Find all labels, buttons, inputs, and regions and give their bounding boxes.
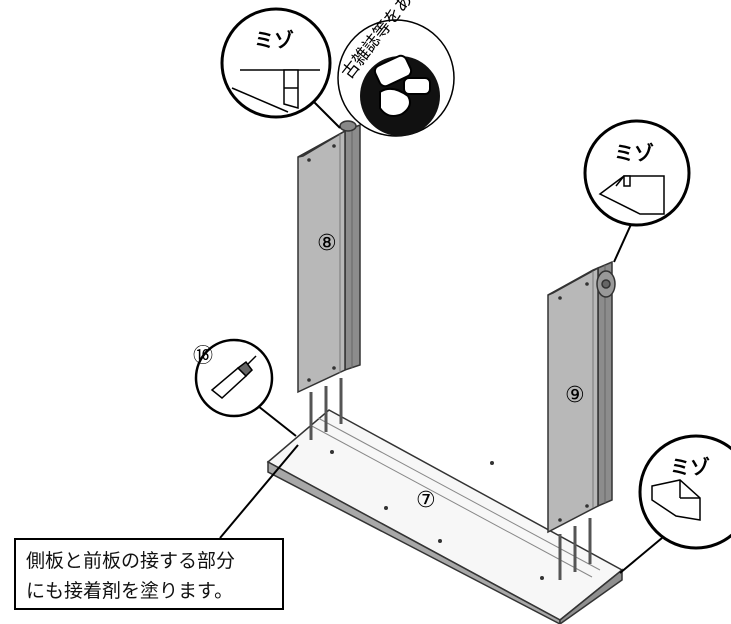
- base-board: [266, 409, 624, 624]
- instruction-line-1: 側板と前板の接する部分: [26, 550, 236, 572]
- groove-label-bottom-right: ミゾ: [670, 455, 710, 479]
- groove-detail-top-right: [583, 119, 691, 263]
- groove-label-top-left: ミゾ: [254, 28, 294, 52]
- instruction-line-2: にも接着剤を塗ります。: [26, 580, 234, 602]
- groove-detail-top-left: [220, 7, 341, 129]
- part-number-7: ⑦: [416, 488, 436, 513]
- groove-label-top-right: ミゾ: [614, 141, 654, 165]
- instruction-callout: 側板と前板の接する部分 にも接着剤を塗ります。: [14, 538, 284, 610]
- glue-tube-icon: [210, 355, 257, 399]
- part-number-9: ⑨: [565, 383, 585, 408]
- hammer-icon: [337, 19, 455, 137]
- groove-detail-bottom-right: [619, 434, 731, 574]
- side-panel-9: [547, 260, 616, 580]
- side-panel-8: [297, 120, 361, 440]
- callout-leader: [219, 444, 299, 539]
- glue-detail: [194, 338, 297, 437]
- part-number-16: ⑯: [193, 343, 213, 367]
- part-number-8: ⑧: [317, 231, 337, 256]
